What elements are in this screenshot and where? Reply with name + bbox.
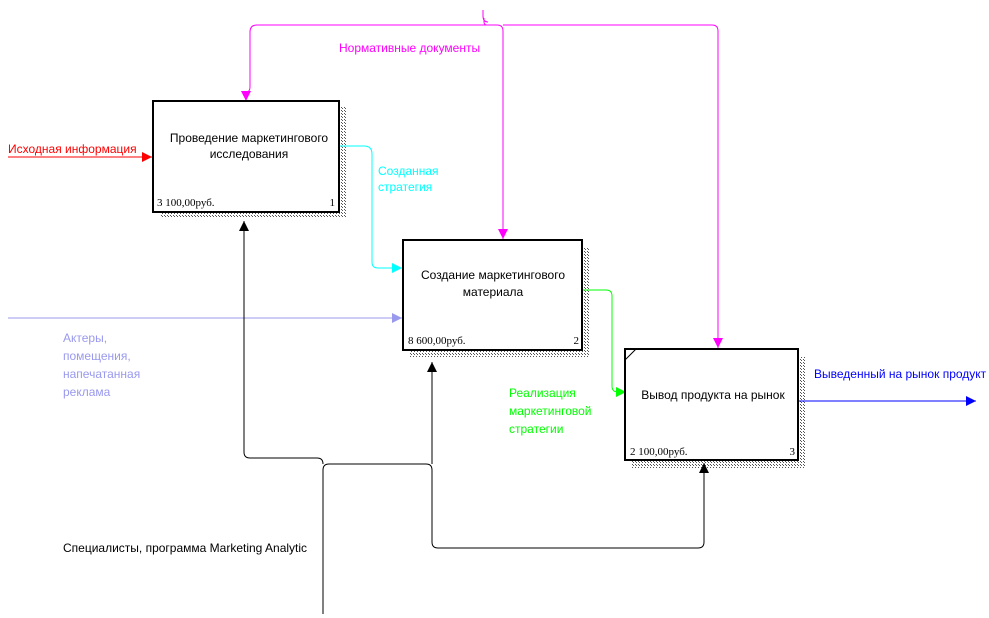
box-1-title-line1: Проведение маркетингового [170, 131, 329, 145]
box-2-title-line2: материала [463, 285, 524, 299]
strategy-label-line2: стратегия [378, 180, 432, 194]
box-2[interactable] [402, 239, 583, 351]
box-1-cost: 3 100,00руб. [157, 197, 215, 209]
realization-label-line3: стратегии [509, 422, 563, 436]
resources-label-line3: напечатанная [63, 367, 140, 381]
box-3-number: 3 [790, 446, 796, 458]
box-3[interactable] [624, 348, 799, 461]
box-1[interactable] [152, 100, 340, 213]
mechanism-label: Специалисты, программа Marketing Analyti… [63, 541, 307, 555]
box-2-title-line1: Создание маркетингового [421, 268, 565, 282]
box-1-title-line2: исследования [210, 147, 289, 161]
resources-label-line2: помещения, [63, 349, 131, 363]
box-2-number: 2 [574, 335, 580, 347]
resources-label-line1: Актеры, [63, 331, 107, 345]
control-label: Нормативные документы [339, 41, 480, 55]
output-label: Выведенный на рынок продукт [814, 367, 987, 381]
box-1-number: 1 [330, 197, 336, 209]
realization-label-line2: маркетинговой [509, 404, 592, 418]
input-label: Исходная информация [8, 142, 137, 156]
box-3-title-line1: Вывод продукта на рынок [641, 388, 785, 402]
control-arrow[interactable] [241, 18, 723, 348]
control-tunnel-mark [482, 10, 489, 23]
resources-label-line4: реклама [63, 385, 111, 399]
box-3-corner-tick [624, 348, 637, 361]
mechanism-arrow[interactable] [239, 221, 709, 614]
box-3-cost: 2 100,00руб. [630, 446, 688, 458]
box-2-cost: 8 600,00руб. [408, 335, 466, 347]
strategy-label-line1: Созданная [378, 164, 439, 178]
strategy-arrow[interactable] [337, 145, 402, 273]
realization-arrow[interactable] [582, 289, 626, 397]
realization-label-line1: Реализация [509, 386, 576, 400]
